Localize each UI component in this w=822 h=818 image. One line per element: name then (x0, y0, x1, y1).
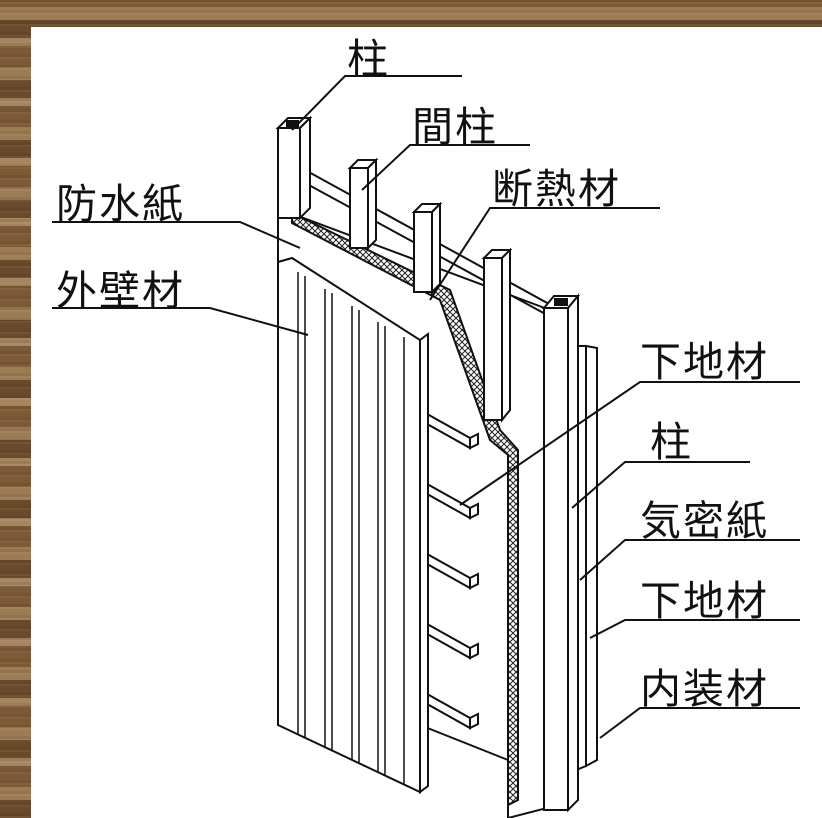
stud-side (501, 247, 511, 423)
leader-hashira-top (291, 75, 462, 131)
label-hashira-inner: 柱 (650, 418, 693, 466)
label-mabashira: 間柱 (412, 103, 498, 151)
furring-battens (419, 408, 479, 730)
batten (469, 712, 479, 730)
batten (469, 572, 479, 590)
stud (483, 257, 503, 421)
batten (469, 502, 479, 520)
main-post (541, 293, 581, 813)
label-bousuishi: 防水紙 (56, 180, 185, 228)
leader-shitajizai-inner (589, 619, 800, 639)
label-kimitsushi: 気密紙 (640, 497, 769, 545)
batten (469, 642, 479, 660)
leader-dannetsuzai (429, 207, 660, 301)
stud (349, 167, 369, 249)
label-naisouzai: 内装材 (640, 665, 769, 713)
diagram-panel: 柱 間柱 断熱材 防水紙 外壁材 下地材 柱 気密紙 下地材 内装材 (31, 27, 822, 818)
label-dannetsuzai: 断熱材 (492, 165, 621, 213)
label-hashira-top: 柱 (347, 35, 390, 83)
wall-structure-diagram (52, 75, 800, 818)
batten (469, 432, 479, 450)
leader-hashira-inner (571, 461, 750, 509)
label-shitajizai-inner: 下地材 (640, 577, 769, 625)
stud-side (367, 157, 377, 251)
leader-bousuishi (52, 221, 301, 249)
leader-lines (52, 75, 800, 739)
leader-naisouzai (599, 707, 800, 739)
label-shitajizai-outer: 下地材 (640, 338, 769, 386)
stud (413, 211, 433, 293)
interior-finish-board (585, 344, 598, 768)
leader-shitajizai-outer (459, 381, 800, 506)
corner-post (275, 115, 313, 221)
label-gaihekizai: 外壁材 (56, 267, 185, 315)
stud-side (431, 201, 441, 295)
exterior-cladding (277, 256, 429, 794)
leader-kimitsushi (579, 539, 800, 581)
leader-mabashira (361, 144, 530, 191)
leader-gaihekizai (52, 307, 309, 336)
